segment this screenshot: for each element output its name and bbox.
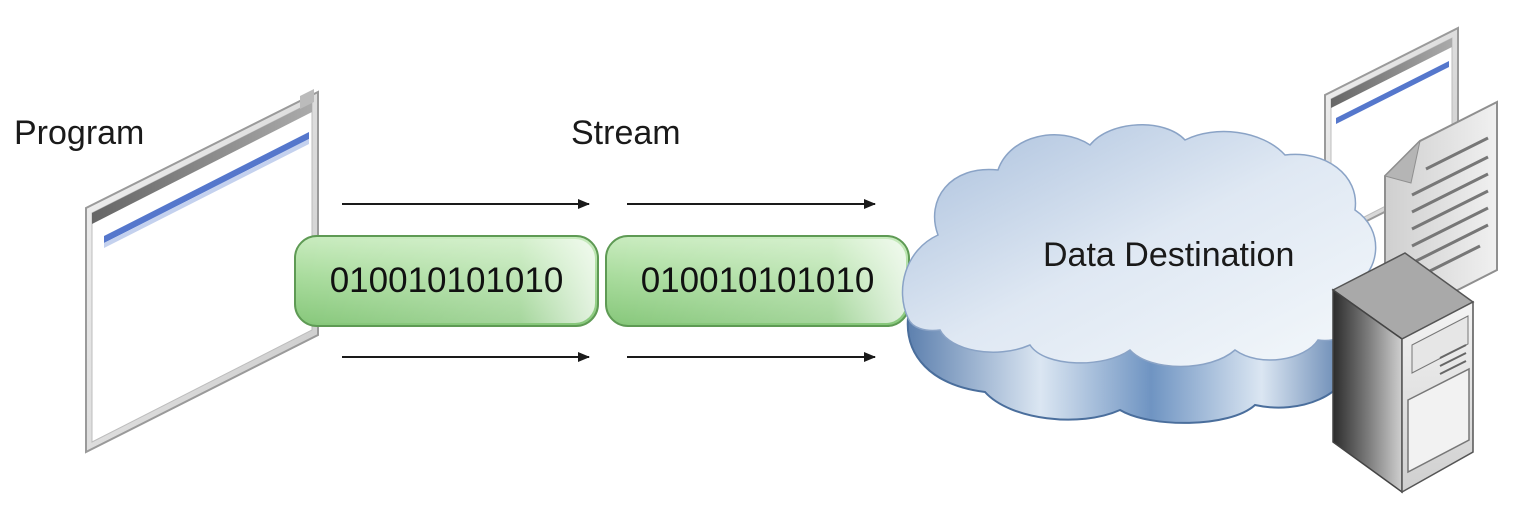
cloud-icon [901,124,1377,424]
stream-label: Stream [571,114,681,152]
destination-label: Data Destination [1043,236,1295,274]
stream-arrows [342,199,876,362]
program-label: Program [14,114,145,152]
stream-segment-1-bits: 010010101010 [329,261,564,300]
stream-segment [605,235,910,327]
stream-segment [294,235,599,327]
program-window-icon [85,89,319,454]
stream-segment-2-bits: 010010101010 [640,261,875,300]
server-icon [1331,252,1475,494]
